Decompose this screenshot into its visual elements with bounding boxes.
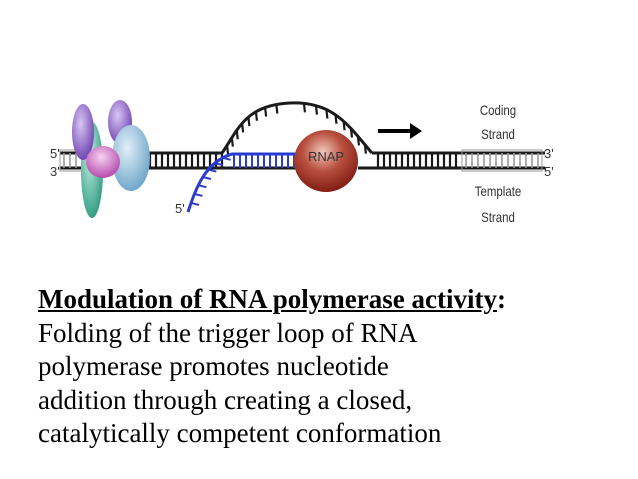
protein-pink [86,146,120,178]
direction-arrow [378,123,422,139]
caption-heading: Modulation of RNA polymerase activity [38,284,497,314]
bubble-tick [325,109,329,119]
bubble-ticks [225,103,367,155]
transcription-bubble [220,101,374,155]
base-pair-rungs [63,153,539,168]
bubble-tick [349,128,354,138]
rna-tick [202,176,212,180]
three-prime-right-label: 3' [544,146,554,161]
bubble-tick [334,114,338,124]
rna-tick [198,184,207,189]
five-prime-right-label: 5' [544,164,554,179]
bubble-tick [342,121,346,131]
dna-right-cap [461,149,543,172]
rna-strand [186,152,300,213]
caption-heading-colon: : [496,284,506,314]
bubble-tick [356,136,361,146]
five-prime-rna-label: 5' [175,201,185,216]
caption-line-1: Folding of the trigger loop of RNA [38,317,418,348]
caption-line-3: addition through creating a closed, [38,384,413,415]
template-strand-label-1: Template [475,183,522,199]
rna-ticks [190,156,231,206]
caption-line-4: catalytically competent conformation [38,418,442,448]
bubble-tick [225,145,230,155]
template-strand-label-2: Strand [481,209,515,225]
rnap-ellipse [294,130,358,192]
bubble-tick [275,104,279,114]
bubble-tick [264,107,268,117]
protein-purple-back [72,104,94,160]
caption-heading-line: Modulation of RNA polymerase activity: [38,283,628,317]
caption-line-2: polymerase promotes nucleotide [38,351,389,381]
rnap-label: RNAP [308,149,344,164]
coding-strand-label-1: Coding [480,102,516,118]
rna-tick [194,192,203,197]
bubble-tick [314,105,319,115]
bubble-tick [230,137,234,147]
bubble-tick [247,116,251,127]
rna-tick [208,168,217,173]
caption-block: Modulation of RNA polymerase activity: F… [38,283,628,451]
rna-tick [214,162,224,167]
bubble-tick [363,144,367,154]
rna-tick [190,201,200,206]
protein-blue [112,125,150,191]
bubble-tick [241,123,245,133]
transcription-diagram: RNAP 5' 3' 3' 5' 5' Coding Strand Templa… [50,100,554,225]
rna-backbone [186,152,300,213]
protein-complex [72,100,150,218]
bubble-tick [302,103,307,113]
five-prime-top-label: 5' [50,146,60,161]
rna-tick [222,156,231,161]
bubble-tick [235,130,239,140]
coding-strand-label-2: Strand [481,126,515,142]
bubble-tick [254,111,259,121]
three-prime-bottom-label: 3' [50,164,60,179]
